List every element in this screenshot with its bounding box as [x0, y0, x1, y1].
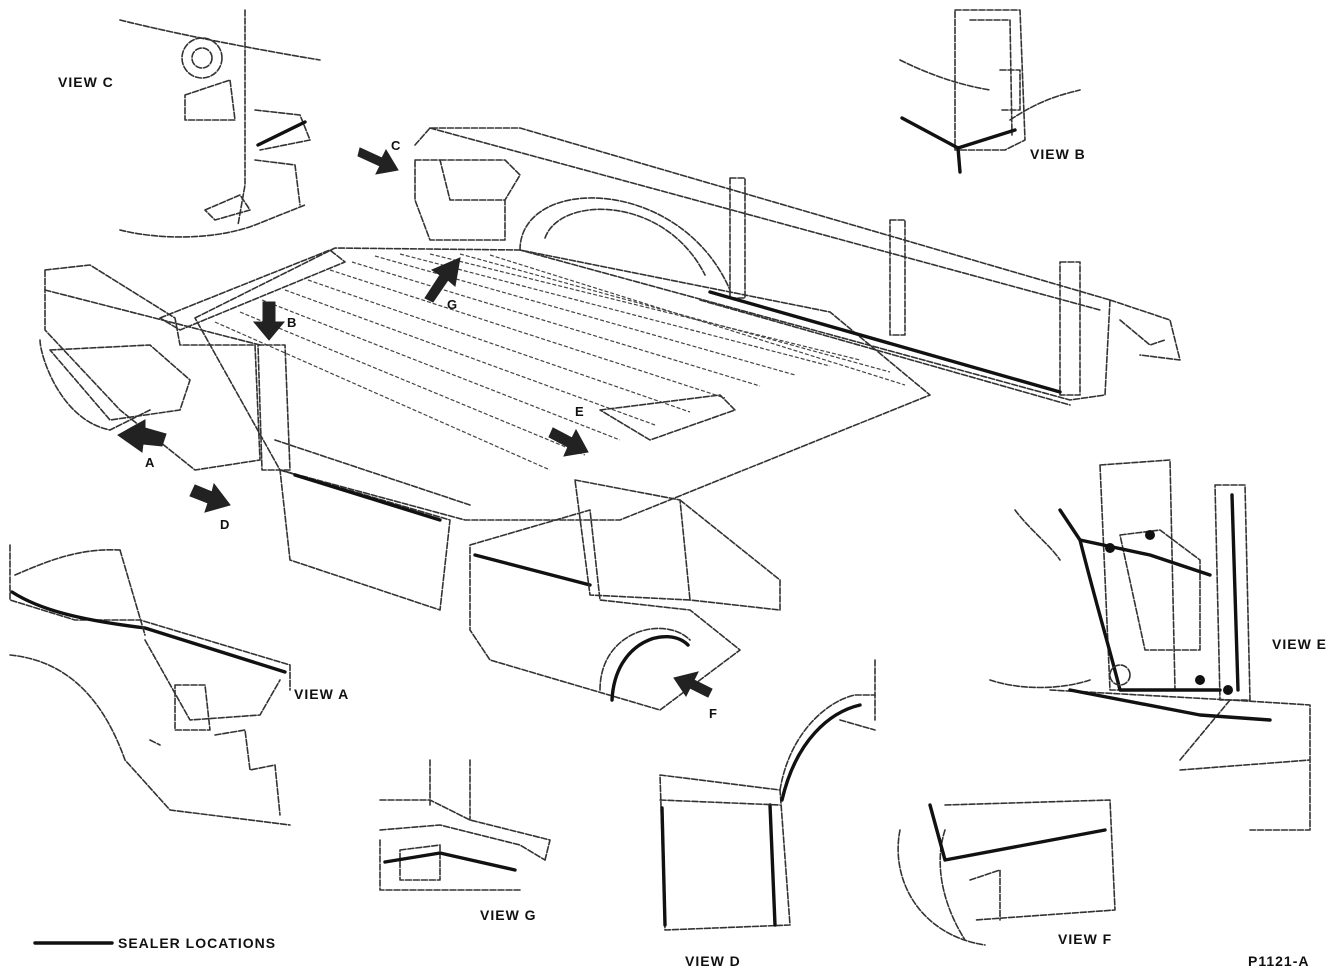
callout-arrows	[117, 147, 713, 698]
view-a-label: VIEW A	[294, 686, 350, 702]
view-f-drawing	[897, 799, 1116, 946]
view-b-label: VIEW B	[1030, 146, 1086, 162]
callout-b: B	[287, 315, 298, 330]
view-c-drawing	[119, 9, 321, 238]
view-d-label: VIEW D	[685, 953, 741, 969]
arrow-b	[252, 301, 286, 341]
view-c-label: VIEW C	[58, 74, 114, 90]
callout-e: E	[575, 404, 585, 419]
arrow-d	[189, 482, 231, 513]
view-e-label: VIEW E	[1272, 636, 1328, 652]
view-f-label: VIEW F	[1058, 931, 1113, 947]
arrow-g	[424, 257, 461, 303]
callout-f: F	[709, 706, 718, 721]
callout-c: C	[391, 138, 402, 153]
callout-d: D	[220, 517, 231, 532]
arrow-f	[673, 671, 713, 698]
arrow-c	[357, 147, 399, 175]
view-e-drawing	[989, 459, 1311, 831]
arrow-e	[548, 427, 589, 457]
callout-g: G	[447, 297, 459, 312]
arrow-a	[117, 419, 167, 453]
view-d-drawing	[659, 659, 876, 931]
view-g-label: VIEW G	[480, 907, 537, 923]
callout-a: A	[145, 455, 156, 470]
legend-label: SEALER LOCATIONS	[118, 935, 277, 951]
view-b-drawing	[899, 9, 1081, 174]
view-g-drawing	[379, 759, 551, 891]
figure-id: P1121-A	[1248, 953, 1310, 969]
view-a-drawing	[9, 544, 291, 826]
